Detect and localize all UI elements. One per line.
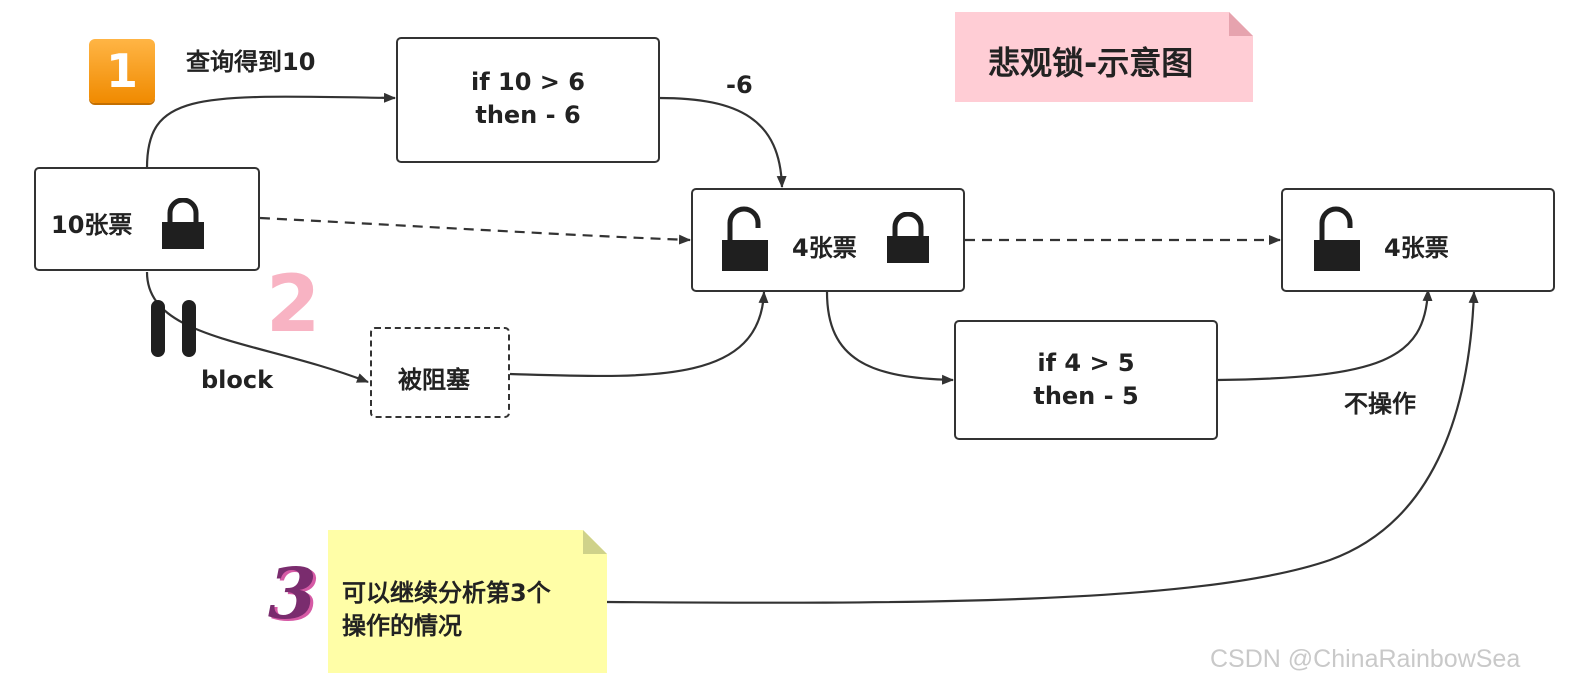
arrow-blocked-to-middle	[509, 291, 769, 378]
start-node	[34, 167, 260, 271]
end-node-label: 4张票	[1384, 234, 1449, 262]
no-operation-label: 不操作	[1344, 390, 1416, 418]
condition-2-line-2: then - 5	[1033, 382, 1139, 410]
blocked-node-label: 被阻塞	[398, 366, 470, 394]
block-label: block	[201, 366, 274, 394]
pause-bar-left	[151, 300, 165, 357]
diagram-title: 悲观锁-示意图	[988, 44, 1194, 82]
title-note	[955, 12, 1253, 102]
pause-bar-right	[182, 300, 196, 357]
title-note-fold-shade	[1229, 12, 1253, 36]
minus-six-label: -6	[726, 71, 753, 99]
blocked-node	[370, 327, 510, 418]
arrow-note-to-end	[606, 291, 1479, 604]
arrow-condition1-to-middle	[658, 96, 787, 188]
condition-1-line-1: if 10 > 6	[471, 68, 585, 96]
condition-2-text: if 4 > 5 then - 5	[954, 347, 1218, 413]
closed-lock-icon	[887, 212, 929, 263]
arrow-middle-to-condition2	[825, 291, 954, 385]
note-line-1: 可以继续分析第3个	[342, 579, 551, 607]
condition-box-2	[954, 320, 1218, 440]
closed-lock-icon	[162, 198, 204, 249]
middle-node-label: 4张票	[792, 234, 857, 262]
note-line-2: 操作的情况	[342, 612, 462, 640]
step-one-number: 1	[105, 44, 138, 98]
step-one-badge: 1	[89, 39, 155, 103]
start-node-label: 10张票	[51, 211, 133, 239]
arrow-start-to-condition1	[145, 92, 396, 169]
open-lock-icon	[722, 206, 768, 271]
open-lock-icon	[1314, 206, 1360, 271]
watermark: CSDN @ChinaRainbowSea	[1210, 645, 1521, 673]
arrow-start-to-blocked	[145, 271, 369, 384]
condition-1-line-2: then - 6	[475, 101, 581, 129]
query-label: 查询得到10	[186, 48, 316, 76]
arrow-start-to-middle-dashed	[259, 216, 691, 245]
sticky-note	[328, 530, 607, 673]
condition-1-text: if 10 > 6 then - 6	[396, 66, 660, 132]
condition-box-1	[396, 37, 660, 163]
condition-2-line-1: if 4 > 5	[1037, 349, 1135, 377]
sticky-note-fold-shade	[583, 530, 607, 554]
step-two-badge: 2	[266, 260, 321, 350]
arrow-condition2-to-end	[1216, 289, 1433, 382]
step-three-badge: 3	[268, 552, 317, 635]
